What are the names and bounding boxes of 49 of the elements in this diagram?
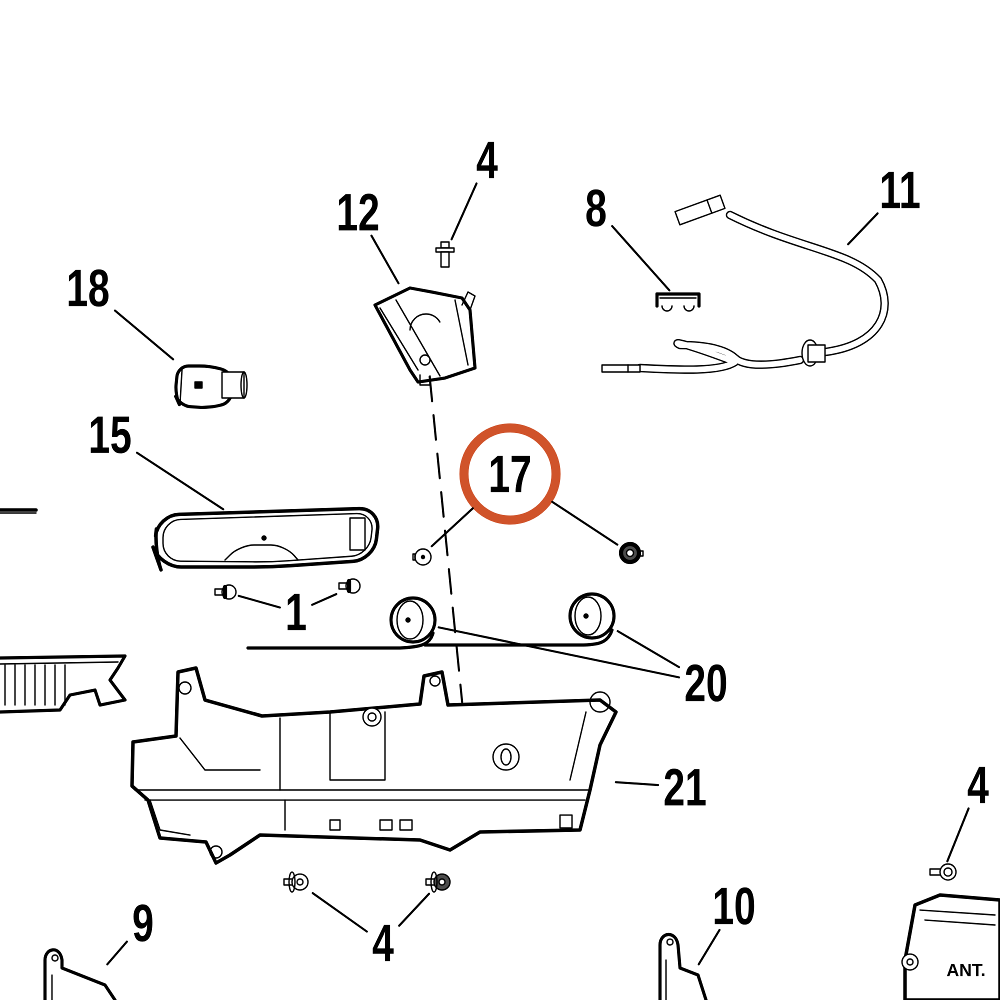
callout-number: 10: [714, 887, 754, 925]
bracket-drawing: [658, 932, 708, 1000]
leader-line: [611, 225, 670, 292]
screw-drawing: [929, 863, 957, 881]
leader-line: [946, 807, 970, 862]
leader-line: [551, 500, 618, 546]
screw-drawing: [435, 241, 455, 268]
callout-number: 4: [372, 924, 394, 962]
bracket-drawing: [43, 948, 117, 1000]
callout-number: 8: [586, 189, 606, 227]
callout-number: 20: [686, 664, 726, 702]
callout-number: 21: [664, 768, 706, 806]
callout-number: 18: [68, 269, 108, 307]
connector-drawing: [174, 364, 248, 409]
leader-line: [450, 182, 478, 240]
leader-line: [430, 507, 474, 548]
leader-line: [847, 212, 879, 246]
leader-line: [614, 781, 660, 786]
nut-drawing: [412, 548, 432, 566]
callout-number: 4: [476, 142, 498, 178]
callout-number: 12: [338, 194, 378, 230]
stud-drawing: [283, 871, 309, 893]
leader-line: [114, 310, 174, 360]
callout-number: 4: [968, 766, 989, 804]
pin-drawing: [214, 584, 237, 600]
callout-number: 9: [134, 904, 152, 942]
bracket-drawing: [373, 286, 477, 386]
tape-roll-drawing: [423, 592, 616, 647]
part-drawing: ANT.: [901, 893, 1000, 1000]
stud-drawing: [425, 871, 451, 893]
leader-line: [370, 234, 400, 284]
callout-number: 11: [882, 172, 920, 208]
leader-line: [428, 376, 464, 704]
tray-drawing: [130, 666, 618, 865]
callout-number: 15: [90, 416, 131, 454]
panel-drawing: [151, 506, 380, 572]
leader-line: [398, 892, 430, 927]
leader-line: [312, 892, 368, 933]
leader-line: [698, 928, 721, 966]
leader-line: [438, 626, 680, 678]
leader-line: [311, 593, 338, 606]
leader-line: [238, 594, 281, 609]
leader-line: [616, 630, 680, 668]
pin-drawing: [338, 578, 361, 594]
callout-number: 1: [288, 594, 306, 630]
leader-line: [136, 452, 224, 510]
leader-line: [106, 940, 128, 966]
nut-drawing: [618, 542, 644, 564]
circled-callout-number: 17: [459, 423, 561, 525]
